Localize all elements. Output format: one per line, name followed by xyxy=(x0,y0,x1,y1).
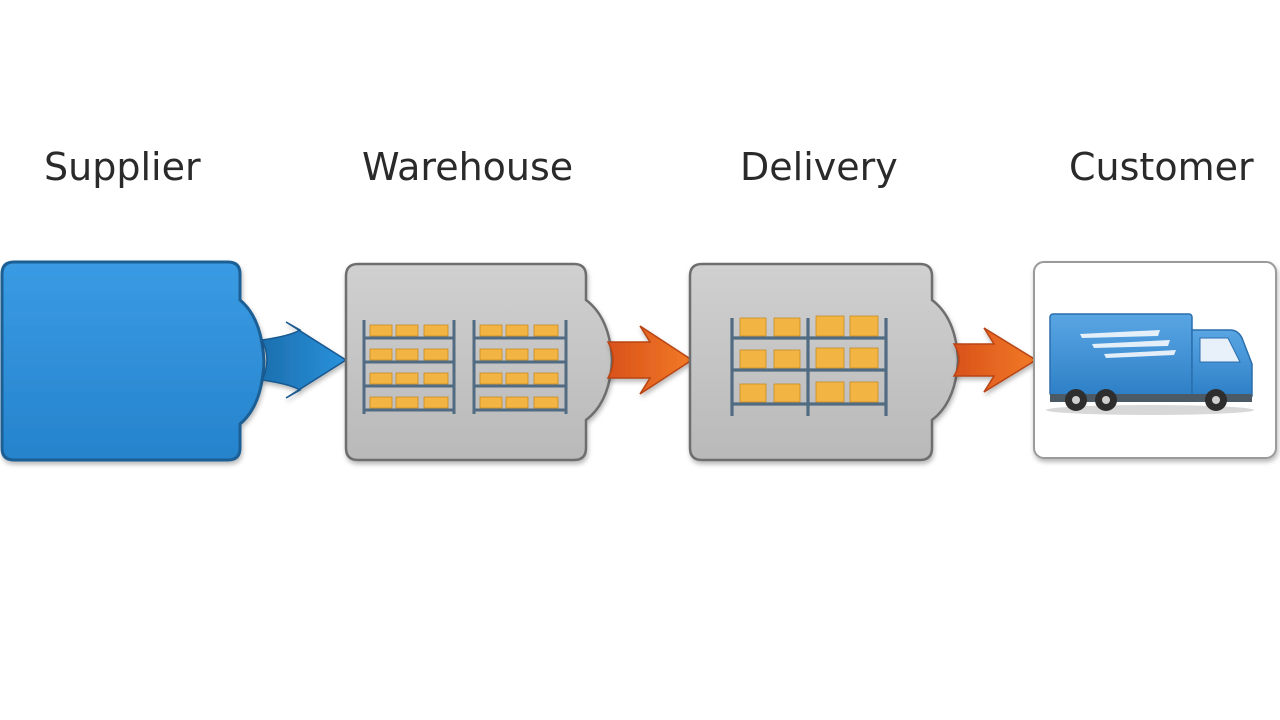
warehouse-shelves-icon xyxy=(362,320,568,414)
stage-label-delivery: Delivery xyxy=(740,145,898,189)
arrow-supplier-to-warehouse xyxy=(260,321,348,399)
stage-label-supplier: Supplier xyxy=(44,145,201,189)
stage-label-customer: Customer xyxy=(1069,145,1254,189)
supplier-block xyxy=(0,260,266,462)
delivery-truck-icon xyxy=(1046,313,1254,415)
supplier-shape xyxy=(0,260,266,462)
arrow-warehouse-to-delivery xyxy=(606,325,694,395)
delivery-shelves-icon xyxy=(730,315,888,416)
arrow-delivery-to-customer xyxy=(952,327,1038,393)
stage-label-warehouse: Warehouse xyxy=(362,145,574,189)
